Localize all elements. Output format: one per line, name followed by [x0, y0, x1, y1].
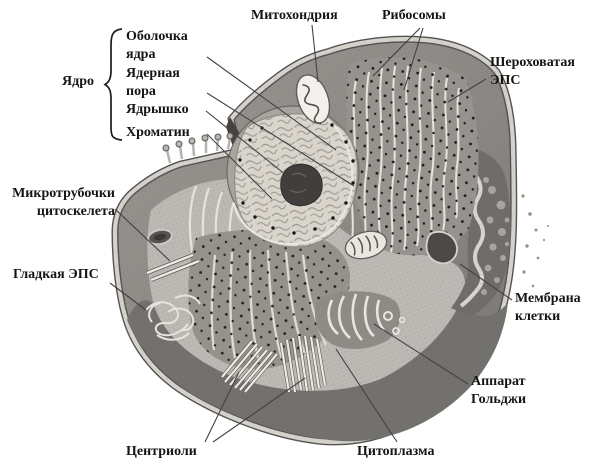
nucleus-graphic [226, 105, 360, 248]
label-centrioles: Центриоли [126, 444, 197, 459]
rough-er-right-graphic [346, 57, 479, 256]
golgi-graphic [314, 291, 406, 349]
nucleus-brace [103, 28, 123, 141]
mitochondrion-top-graphic [295, 74, 331, 125]
label-ribosomes: Рибосомы [382, 8, 446, 23]
nuclear-pores-dots [238, 123, 355, 235]
leader-centrioles-b [212, 377, 306, 443]
centrioles-graphic [220, 335, 327, 394]
label-smooth-er: Гладкая ЭПС [13, 267, 99, 282]
label-cell-membrane: Мембрана клетки [515, 291, 581, 324]
label-chromatin: Хроматин [126, 125, 190, 140]
leader-chromatin [206, 133, 273, 200]
label-nuclear-envelope: Оболочка ядра [126, 29, 188, 62]
leader-ribosomes-b [403, 27, 424, 91]
leader-rough-er [447, 78, 487, 103]
microtubules-graphic [146, 253, 200, 282]
mitochondrion-mid-graphic [344, 230, 388, 260]
leader-microtubules [114, 208, 171, 262]
label-nucleolus: Ядрышко [126, 102, 189, 117]
label-rough-er: Шероховатая ЭПС [490, 55, 575, 88]
label-nucleus: Ядро [62, 74, 94, 89]
label-nuclear-pore: Ядерная пора [126, 66, 180, 99]
leader-mitochondria [311, 24, 319, 83]
leader-nuclear-envelope [206, 56, 337, 151]
leader-nuclear-pore [206, 92, 355, 187]
microvilli [162, 132, 234, 164]
smooth-er-graphic [145, 294, 201, 341]
rough-er-lower-graphic [188, 229, 351, 370]
label-cytoplasm: Цитоплазма [357, 444, 435, 459]
leader-smooth-er [109, 282, 147, 311]
leader-lines [109, 24, 513, 443]
leader-cytoplasm [335, 348, 398, 443]
vesicle-dark-graphic [425, 231, 458, 265]
label-microtubules: Микротрубочки цитоскелета [12, 186, 115, 219]
leader-ribosomes-a [372, 27, 421, 77]
vesicle-cup-graphic [147, 228, 173, 246]
leader-golgi [373, 323, 469, 385]
leader-centrioles-a [204, 371, 240, 443]
leader-membrane [459, 263, 513, 301]
nucleolus-graphic [280, 163, 323, 207]
label-golgi: Аппарат Гольджи [471, 374, 527, 407]
label-mitochondria: Митохондрия [251, 8, 338, 23]
nuclear-envelope-ring [232, 116, 354, 246]
leader-nucleolus [205, 110, 292, 180]
